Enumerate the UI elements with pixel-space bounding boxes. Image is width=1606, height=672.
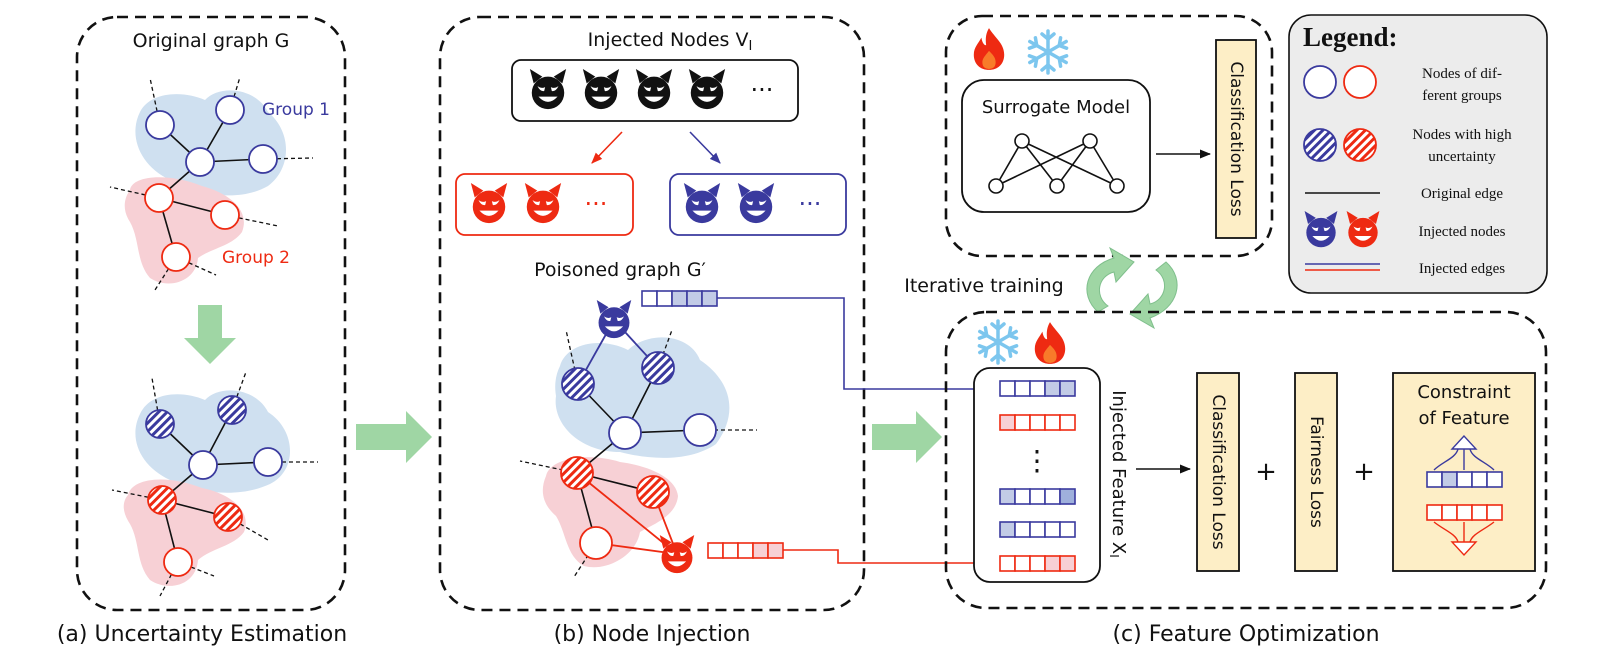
fairness-loss-box	[1294, 372, 1338, 572]
constraint-up-arrow	[1433, 434, 1495, 471]
panel-a: Original graph G	[57, 15, 347, 647]
panel-b: Injected Nodes VI ··· ··· ··· Poisoned g…	[438, 15, 866, 647]
caption-c: (c) Feature Optimization	[1112, 622, 1379, 647]
feature-vertical-dots: ⋮	[1023, 444, 1051, 477]
panel-a-frame	[75, 15, 347, 612]
arrow-to-red-group	[591, 131, 623, 164]
group1-label: Group 1	[262, 100, 330, 120]
caption-b: (b) Node Injection	[554, 622, 751, 647]
snowflake-icon	[977, 321, 1019, 363]
panel-a-title: Original graph G	[133, 30, 290, 52]
legend-item-4: Injected nodes	[1418, 224, 1505, 240]
injected-nodes-title: Injected Nodes VI	[588, 29, 753, 54]
down-arrow	[184, 305, 236, 364]
constraint-label-line1: Constraint	[1417, 382, 1510, 403]
red-feature-vector	[707, 542, 784, 559]
poisoned-graph-title: Poisoned graph G′	[534, 259, 706, 281]
legend-item-1-line2: ferent groups	[1422, 88, 1502, 104]
snowflake-icon	[1027, 31, 1069, 73]
injected-feature-label: Injected Feature XI	[1108, 390, 1130, 558]
group2-label: Group 2	[222, 248, 290, 268]
mini-network	[988, 133, 1125, 194]
fairness-loss-label: Fairness Loss	[1306, 416, 1326, 528]
legend-item-1-line1: Nodes of dif-	[1422, 66, 1502, 82]
constraint-red-vector	[1426, 504, 1503, 521]
ellipsis-red: ···	[585, 190, 608, 218]
legend: Legend: Nodes of dif- ferent groups Node…	[1288, 14, 1548, 294]
uncertainty-graph	[111, 371, 318, 597]
plus-sign-1: +	[1255, 457, 1277, 487]
arrow-b-to-c	[872, 411, 942, 463]
panel-c: Surrogate Model Classification Loss Iter…	[904, 14, 1548, 647]
blue-feature-connector	[717, 297, 992, 394]
cycle-arrows-icon	[1086, 246, 1178, 330]
surrogate-model-label: Surrogate Model	[982, 97, 1130, 118]
panel-b-frame	[438, 15, 866, 612]
ellipsis-blue: ···	[799, 190, 822, 218]
red-feature-connector	[783, 549, 992, 568]
blue-feature-vector	[641, 290, 718, 307]
surrogate-frame	[944, 14, 1274, 258]
arrow-a-to-b	[356, 411, 432, 463]
ellipsis-black: ···	[751, 76, 774, 104]
classification-loss-label: Classification Loss	[1208, 394, 1228, 549]
devil-icon	[659, 535, 695, 574]
top-classification-loss-box	[1215, 39, 1257, 239]
constraint-label-line2: of Feature	[1418, 408, 1509, 429]
legend-item-5: Injected edges	[1419, 261, 1505, 277]
caption-a: (a) Uncertainty Estimation	[57, 622, 347, 647]
legend-title: Legend:	[1303, 22, 1398, 52]
group1-region-2	[135, 390, 291, 493]
constraint-down-arrow	[1433, 521, 1495, 557]
legend-item-3: Original edge	[1421, 186, 1503, 202]
optimization-frame	[944, 310, 1548, 610]
plus-sign-2: +	[1353, 457, 1375, 487]
original-graph: Group 1 Group 2	[109, 76, 330, 291]
legend-item-2-line1: Nodes with high	[1412, 127, 1512, 143]
legend-item-2-line2: uncertainty	[1428, 149, 1496, 165]
fire-icon	[1034, 322, 1066, 364]
poisoned-graph	[519, 290, 784, 578]
constraint-blue-vector	[1426, 471, 1503, 488]
classification-loss-box	[1196, 372, 1240, 572]
feature-rows	[999, 380, 1076, 572]
arrow-to-blue-group	[689, 131, 721, 164]
fire-icon	[973, 28, 1005, 70]
top-classification-loss-label: Classification Loss	[1226, 61, 1246, 216]
iterative-training-label: Iterative training	[904, 275, 1064, 297]
